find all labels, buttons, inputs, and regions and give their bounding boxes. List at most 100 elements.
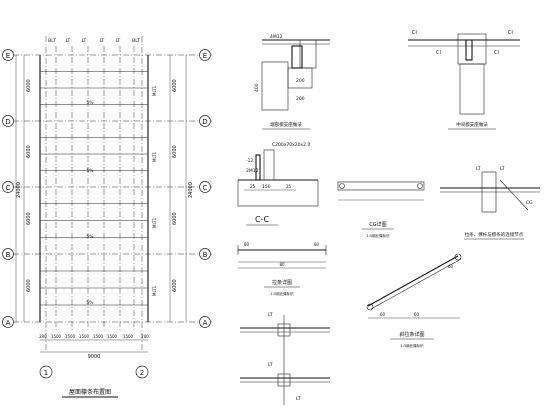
end-label-200b: 200 xyxy=(296,96,305,102)
top-tag-4: LT xyxy=(100,38,105,44)
bottom-label-lt-2: LT xyxy=(268,362,273,368)
side-tag-1: MLT1 xyxy=(152,85,157,96)
end-label-200: 200 xyxy=(296,78,305,84)
axis-label-E-right: E xyxy=(203,52,207,60)
cc-web-plate xyxy=(255,154,261,181)
joint-label-lt-2: LT xyxy=(500,166,505,172)
cc-label-25a: 25 xyxy=(250,184,256,189)
bottom-dim-7: 1500 xyxy=(123,334,134,339)
top-tag-5: LT xyxy=(116,38,121,44)
top-tag-3: LT xyxy=(82,38,87,44)
axis-label-C: C xyxy=(6,184,11,192)
row-axis-lines xyxy=(2,54,212,323)
diag-rod xyxy=(367,255,459,307)
diag-end-hole-high xyxy=(454,253,462,261)
lt-label-80a: 80 xyxy=(244,242,250,247)
joint-sleeve xyxy=(481,171,497,213)
mid-label-cl-1: Cl xyxy=(412,30,417,36)
axis-bubble-D-right xyxy=(199,115,211,127)
lt-label-80b: 80 xyxy=(314,242,320,247)
axis-bubble-2 xyxy=(135,365,149,379)
axis-label-1: 1 xyxy=(44,369,48,377)
section-c-c: C200x70x20x2.0 -12 2M12 150 25 25 C-C xyxy=(237,142,319,226)
end-bracket xyxy=(287,67,313,89)
axis-label-D: D xyxy=(5,118,10,126)
axis-label-C-right: C xyxy=(203,184,208,192)
dim-row-3-right: 6000 xyxy=(172,212,178,225)
row-axis-bubbles: E D C B A E D C B A xyxy=(2,49,211,328)
axis-label-D-right: D xyxy=(202,118,207,126)
diag-end-hole-low xyxy=(366,303,374,311)
axis-bubble-B-left xyxy=(2,248,14,260)
axis-bubble-A-left xyxy=(2,316,14,328)
joint-detail: LT LT CG 拉条、撑杆与檩条的连接节点 xyxy=(440,166,540,240)
cc-label-section: C200x70x20x2.0 xyxy=(272,142,310,148)
axis-label-B-right: B xyxy=(203,251,208,259)
mid-web-plate xyxy=(465,39,473,61)
mid-label-cl-3: Cl xyxy=(436,50,441,56)
axis-label-A: A xyxy=(6,319,11,327)
end-support-detail: 4M12 200 400 200 端部檩支座做法 xyxy=(254,34,330,130)
axis-label-A-right: A xyxy=(203,319,208,327)
bottom-dim-1: 200 xyxy=(39,334,47,339)
roof-purlin-plan: E D C B A E D C B A 1 2 6000 xyxy=(2,36,212,398)
cc-label-150: 150 xyxy=(262,184,271,190)
bottom-connection-detail: LT LT LT xyxy=(240,312,330,405)
bottom-dim-total: 9000 xyxy=(88,354,101,360)
bottom-nut-top xyxy=(277,323,291,337)
bottom-nut-low xyxy=(277,373,291,387)
axis-bubble-A-right xyxy=(199,316,211,328)
plan-title: 屋面檩条布置图 xyxy=(69,388,111,396)
side-tag-4: MLT1 xyxy=(152,285,157,296)
diag-label-60b: 60 xyxy=(448,264,454,269)
dim-row-1: 6000 xyxy=(26,79,32,92)
axis-bubble-C-right xyxy=(199,181,211,193)
side-tag-3: MLT1 xyxy=(152,217,157,228)
bottom-label-lt-1: LT xyxy=(268,312,273,318)
diag-note: 1:5钢丝绳标识 xyxy=(400,343,424,348)
dim-total-left: 24000 xyxy=(16,182,22,198)
axis-bubble-1 xyxy=(39,365,53,379)
cg-end-hole-right xyxy=(417,183,423,189)
bottom-dim-6: 1500 xyxy=(107,334,118,339)
end-label-bolts: 4M12 xyxy=(270,34,283,40)
side-tag-2: MLT1 xyxy=(152,151,157,162)
axis-label-B: B xyxy=(6,251,11,259)
lt-title: 拉条详图 xyxy=(272,279,292,286)
bottom-dim-3: 1500 xyxy=(65,334,76,339)
axis-bubble-B-right xyxy=(199,248,211,260)
top-tag-2: LT xyxy=(66,38,71,44)
joint-label-lt-1: LT xyxy=(476,166,481,172)
dim-row-2-right: 6000 xyxy=(172,145,178,158)
lt-detail: 80 80 80 拉条详图 1:5钢丝绳标识 xyxy=(237,242,327,296)
bay-label-4: 5% xyxy=(86,300,94,306)
axis-label-2: 2 xyxy=(140,369,144,377)
cg-end-hole-left xyxy=(339,183,345,189)
end-detail-title: 端部檩支座做法 xyxy=(270,121,302,128)
cg-note: 1:5钢丝绳标识 xyxy=(366,233,390,238)
top-tag-1: BLT xyxy=(48,38,56,44)
axis-bubble-C-left xyxy=(2,181,14,193)
bay-label-1: 5% xyxy=(86,100,94,106)
purlin-lines xyxy=(40,46,148,330)
bottom-dim-8: 200 xyxy=(141,334,149,339)
dim-total-right: 24000 xyxy=(188,182,194,198)
top-tag-6: BLT xyxy=(132,38,140,44)
end-clip-plate xyxy=(291,45,303,69)
dim-row-3: 6000 xyxy=(26,212,32,225)
diag-label-60a: 60 xyxy=(380,312,386,317)
joint-brace xyxy=(499,179,529,211)
diag-label-60c: 60 xyxy=(414,312,420,317)
bottom-dim-4: 1500 xyxy=(79,334,90,339)
diag-title: 斜拉条详图 xyxy=(399,331,424,338)
cc-label-bolts: 2M12 xyxy=(246,168,259,174)
lt-label-80c: 80 xyxy=(279,262,285,267)
mid-column xyxy=(459,63,485,115)
cc-title: C-C xyxy=(255,215,269,224)
cg-detail: CG详图 1:5钢丝绳标识 xyxy=(337,181,425,238)
bay-label-3: 5% xyxy=(86,234,94,240)
middle-support-detail: Cl Cl Cl Cl 中间檩支座做法 xyxy=(408,30,520,130)
end-label-400: 400 xyxy=(254,83,260,92)
mid-label-cl-2: Cl xyxy=(508,30,513,36)
